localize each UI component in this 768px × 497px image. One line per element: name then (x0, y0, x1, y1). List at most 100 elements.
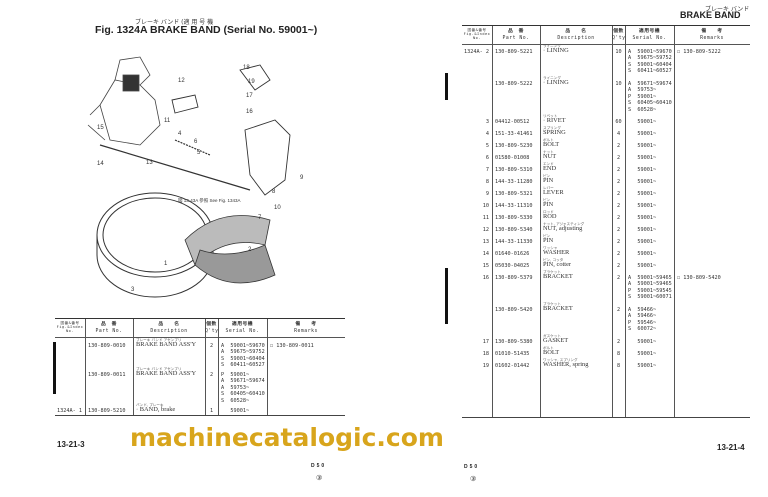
remarks: ☐ 130-809-5222 (677, 49, 721, 55)
revision-bar (445, 268, 448, 324)
quantity: 2 (616, 167, 621, 173)
serial-line: 59001~ (628, 251, 657, 257)
header-kana: 適用号機 (638, 29, 661, 34)
serial-numbers: 59001~ (628, 143, 656, 149)
index-no: 18 (482, 351, 489, 357)
serial-line: P 59001~ (221, 372, 250, 378)
quantity: 8 (616, 363, 621, 369)
description: ライニング· LINING (543, 76, 569, 86)
index-no: 11 (482, 215, 489, 221)
right-model-label: D50 (464, 464, 480, 470)
description-kana: ワッシャ (543, 246, 558, 250)
part-no: 130-809-5380 (495, 339, 533, 345)
serial-numbers: 59001~ (628, 251, 656, 257)
column-divider (85, 319, 86, 415)
bulldozer-icon (87, 56, 161, 146)
part-no: 130-809-5420 (495, 307, 533, 313)
part-no: 01640-01626 (495, 251, 530, 257)
serial-numbers: 59001~ (628, 167, 656, 173)
quantity: 10 (615, 49, 622, 55)
serial-numbers: 59001~ (628, 239, 656, 245)
serial-numbers: 59001~ (628, 191, 656, 197)
callout-18: 18 (243, 65, 250, 71)
table-header (462, 26, 750, 45)
brake-band-exploded-diagram: 18 12 17 16 11 15 4 6 5 13 14 9 8 10 7 1… (87, 56, 304, 298)
serial-line: 59001~ (628, 227, 657, 233)
serial-line: S 60528~ (221, 397, 250, 404)
column-divider (267, 319, 268, 415)
header-label: Part No. (95, 329, 123, 334)
quantity: 2 (616, 275, 621, 281)
description-text: · LINING (543, 47, 569, 54)
callout-3: 3 (131, 287, 135, 293)
description-kana: ブラケット (543, 270, 561, 274)
watermark: machinecatalogic.com (130, 423, 444, 452)
description-text: NUT, adjusting (543, 225, 583, 232)
header-no: 図番&番号 Fig.&Index No. (462, 28, 492, 40)
serial-numbers: 59001~ (628, 203, 656, 209)
quantity: 2 (209, 372, 214, 378)
description-kana: ボルト (543, 138, 554, 142)
serial-line: A 59675~59752 (221, 349, 265, 356)
description-text: END (543, 165, 557, 172)
rod-icon (99, 139, 251, 191)
column-divider (674, 26, 675, 417)
serial-line: 59001~ (628, 179, 657, 185)
part-no: 144-33-11330 (495, 239, 533, 245)
column-divider (218, 319, 219, 415)
callout-10: 10 (274, 205, 281, 211)
serial-line: A 59671~59674 (221, 378, 265, 385)
quantity: 2 (616, 203, 621, 209)
right-title-kana: ブレーキ バンド (705, 6, 750, 13)
callout-5: 5 (197, 150, 201, 156)
index-no: 3 (485, 119, 489, 125)
serial-line: 59001~ (221, 408, 250, 414)
serial-line: S 60072~ (628, 326, 657, 333)
serial-line: P 59001~ (628, 93, 657, 100)
quantity: 60 (615, 119, 622, 125)
serial-numbers: 59001~ (628, 363, 656, 369)
quantity: 2 (616, 227, 621, 233)
header-label: 図番&番号 Fig.&Index No. (463, 28, 491, 40)
description-text: WASHER, spring (543, 361, 589, 368)
description-text: · LINING (543, 79, 569, 86)
quantity: 2 (616, 191, 621, 197)
part-no: 130-809-5330 (495, 215, 533, 221)
index-no: 8 (485, 179, 489, 185)
description-text: NUT (543, 153, 557, 160)
part-no: 144-33-11280 (495, 179, 533, 185)
quantity: 4 (616, 131, 621, 137)
index-no: 6 (485, 155, 489, 161)
index-no: 1324A- 1 (57, 408, 82, 414)
part-no: 130-809-5221 (495, 49, 533, 55)
remarks: ☐ 130-809-0011 (270, 343, 314, 349)
serial-numbers: 59001~ (628, 131, 656, 137)
part-no: 130-809-5379 (495, 275, 533, 281)
index-no: 19 (482, 363, 489, 369)
serial-line: S 59001~60071 (628, 294, 672, 301)
part-no: 130-809-0011 (88, 372, 126, 378)
serial-line: P 59001~59545 (628, 287, 672, 294)
description-text: PIN (543, 237, 554, 244)
description-text: BRAKE BAND ASS'Y (136, 370, 197, 377)
revision-bar (445, 73, 448, 100)
description-kana: ナット, アジャスティング (543, 222, 585, 226)
description-kana: レバー (543, 186, 554, 190)
serial-line: S 60411~60527 (628, 68, 672, 75)
right-title: BRAKE BAND (680, 10, 741, 20)
quantity: 2 (616, 263, 621, 269)
quantity: 2 (616, 215, 621, 221)
